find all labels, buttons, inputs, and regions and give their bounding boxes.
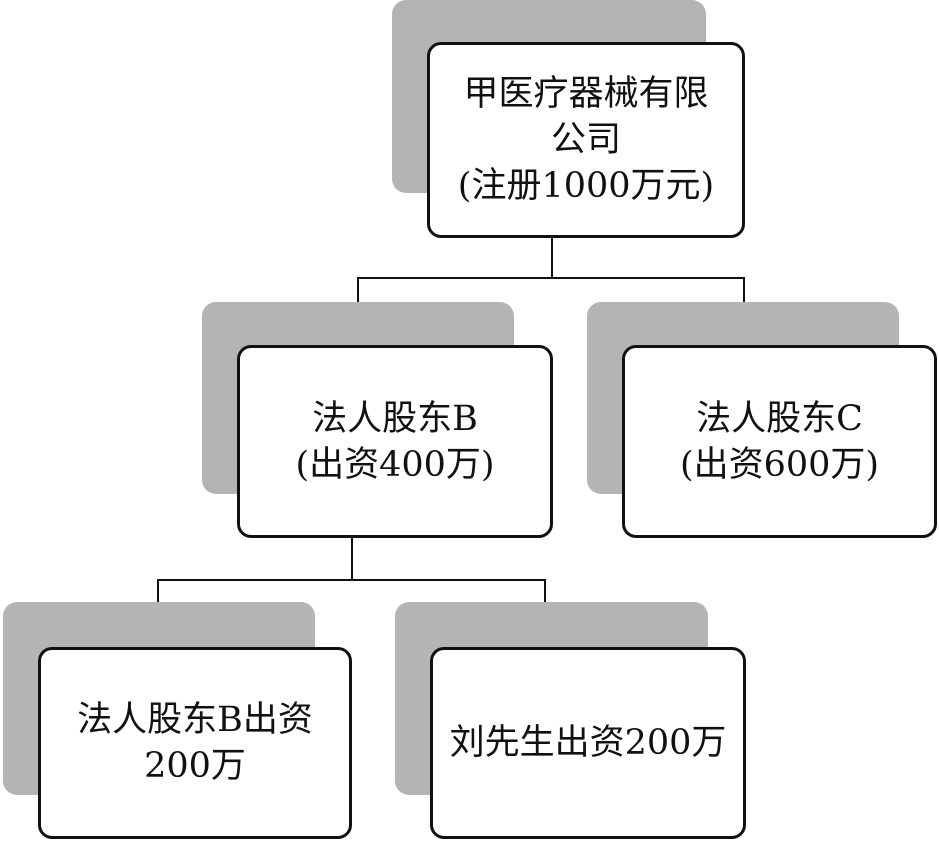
connector bbox=[357, 277, 359, 302]
node-company: 甲医疗器械有限 公司 (注册1000万元) bbox=[427, 42, 745, 238]
connector bbox=[551, 238, 553, 278]
node-text: 200万 bbox=[144, 746, 246, 786]
connector bbox=[743, 277, 745, 302]
node-text: 公司 bbox=[550, 120, 621, 160]
node-b-contribution: 法人股东B出资 200万 bbox=[38, 647, 352, 839]
node-shareholder-b: 法人股东B (出资400万) bbox=[237, 345, 553, 538]
node-text: 法人股东B出资 bbox=[77, 700, 313, 740]
node-text: 法人股东B bbox=[312, 398, 478, 439]
connector bbox=[157, 579, 546, 581]
node-shareholder-c: 法人股东C (出资600万) bbox=[622, 345, 937, 538]
connector bbox=[357, 277, 745, 279]
node-text: (出资600万) bbox=[679, 444, 880, 485]
connector bbox=[157, 579, 159, 602]
node-text: (注册1000万元) bbox=[457, 166, 715, 206]
node-liu-contribution: 刘先生出资200万 bbox=[430, 647, 746, 839]
node-text: 法人股东C bbox=[696, 398, 863, 439]
connector bbox=[544, 579, 546, 602]
node-text: 刘先生出资200万 bbox=[449, 723, 727, 763]
node-text: 甲医疗器械有限 bbox=[463, 74, 709, 114]
node-text: (出资400万) bbox=[295, 444, 495, 485]
connector bbox=[351, 538, 353, 580]
